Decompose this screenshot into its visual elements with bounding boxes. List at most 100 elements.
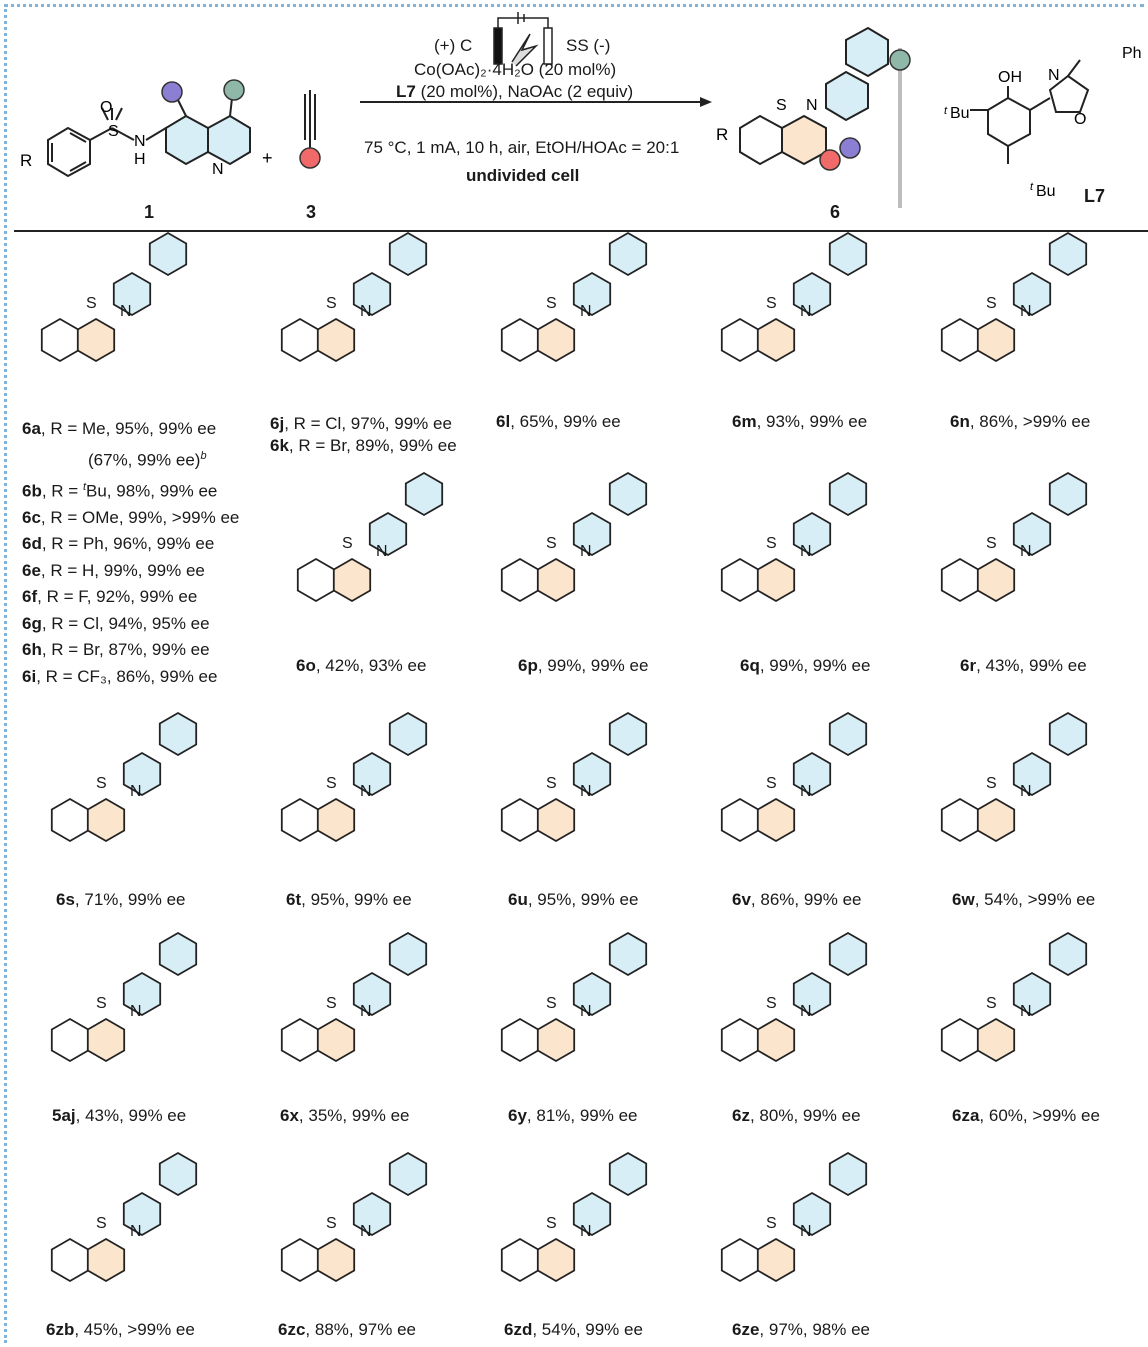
ring <box>572 271 612 317</box>
atom-label: S <box>326 775 337 792</box>
ring <box>352 271 392 317</box>
ring <box>572 751 612 797</box>
ring <box>500 317 540 363</box>
ring <box>792 271 832 317</box>
ring <box>1012 971 1052 1017</box>
atom-label: N <box>360 1003 372 1020</box>
ring <box>316 1017 356 1063</box>
ligand-divider <box>898 48 902 208</box>
ring <box>122 751 162 797</box>
atom-label: S <box>546 295 557 312</box>
label-1: 1 <box>144 202 155 222</box>
atom-label: N <box>1020 1003 1032 1020</box>
ring <box>500 797 540 843</box>
ring <box>122 1191 162 1237</box>
catalyst-label: Co(OAc)₂·4H₂O (20 mol%) <box>414 60 617 79</box>
list-item: 6c, R = OMe, 99%, >99% ee <box>22 507 240 527</box>
ring <box>756 1237 796 1283</box>
ring <box>50 797 90 843</box>
ring <box>316 317 356 363</box>
ring <box>608 931 648 977</box>
atom-label: S <box>342 535 353 552</box>
atom-label: N <box>580 303 592 320</box>
ring <box>756 1017 796 1063</box>
atom-label: N <box>130 783 142 800</box>
atom-label: N <box>360 783 372 800</box>
ring <box>792 751 832 797</box>
ring <box>976 1017 1016 1063</box>
ring <box>756 317 796 363</box>
ring <box>50 1237 90 1283</box>
caption-6ze: 6ze, 97%, 98% ee <box>732 1320 870 1339</box>
ring <box>792 511 832 557</box>
tbu-group: Bu <box>1036 183 1056 200</box>
ring <box>792 971 832 1017</box>
blue-circle-icon <box>161 81 183 103</box>
ring <box>388 931 428 977</box>
ring <box>1048 711 1088 757</box>
list-item: 6e, R = H, 99%, 99% ee <box>22 560 205 580</box>
atom-label: N <box>1020 543 1032 560</box>
list-item: 6f, R = F, 92%, 99% ee <box>22 587 198 607</box>
code: 6k <box>270 436 289 455</box>
s-atom: S <box>776 97 787 114</box>
atom-label: N <box>376 543 388 560</box>
list-item: 6b, R = tBu, 98%, 99% ee <box>22 480 218 501</box>
list-item: 6i, R = CF₃, 86%, 99% ee <box>22 666 218 686</box>
ring <box>940 317 980 363</box>
ring <box>828 931 868 977</box>
atom-label: S <box>766 995 777 1012</box>
ring <box>158 931 198 977</box>
caption-6o: 6o, 42%, 93% ee <box>296 656 427 675</box>
t-prefix: t <box>944 105 948 117</box>
reaction-scheme: O S N H R N + R S N <box>20 12 1142 200</box>
tbu-group: Bu <box>950 105 970 122</box>
red-circle-icon <box>299 147 321 169</box>
ring <box>1048 931 1088 977</box>
ring <box>940 1017 980 1063</box>
ring <box>280 797 320 843</box>
ring <box>112 271 152 317</box>
caption-6j: 6j, R = Cl, 97%, 99% ee <box>270 414 452 434</box>
ring <box>280 317 320 363</box>
teal-circle-icon <box>889 49 911 71</box>
value: , R = Cl, 97%, 99% ee <box>284 414 452 433</box>
list-item: 6d, R = Ph, 96%, 99% ee <box>22 534 215 554</box>
ring <box>50 1017 90 1063</box>
ring <box>828 1151 868 1197</box>
ring <box>792 1191 832 1237</box>
list-item: 6g, R = Cl, 94%, 95% ee <box>22 613 210 633</box>
figure-frame <box>4 4 1144 1343</box>
value: , R = Br, 89%, 99% ee <box>288 436 457 455</box>
ring <box>720 557 760 603</box>
ring <box>828 231 868 277</box>
ring <box>332 557 372 603</box>
ring <box>388 711 428 757</box>
ring <box>500 1237 540 1283</box>
atom-label: S <box>86 295 97 312</box>
red-circle-icon <box>819 149 841 171</box>
atom-label: S <box>986 995 997 1012</box>
blue-circle-icon <box>839 137 861 159</box>
atom-label: S <box>326 295 337 312</box>
temperature-label: 75 °C, 1 mA, 10 h, air, EtOH/HOAc = 20:1 <box>364 138 680 157</box>
atom-label: N <box>1020 783 1032 800</box>
atom-label: S <box>766 295 777 312</box>
caption-5aj: 5aj, 43%, 99% ee <box>52 1106 187 1125</box>
ring <box>536 1017 576 1063</box>
atom-label: S <box>546 995 557 1012</box>
ring <box>756 557 796 603</box>
ring <box>296 557 336 603</box>
ring <box>316 797 356 843</box>
caption-6r: 6r, 43%, 99% ee <box>960 656 1087 675</box>
list-item: 6h, R = Br, 87%, 99% ee <box>22 640 210 660</box>
atom-label: N <box>800 543 812 560</box>
atom-label: N <box>580 1003 592 1020</box>
ring <box>536 1237 576 1283</box>
ring <box>388 1151 428 1197</box>
electrode-icon <box>493 12 553 67</box>
n-atom: N <box>806 97 818 114</box>
ring <box>756 797 796 843</box>
atom-label: N <box>360 303 372 320</box>
atom-label: S <box>986 295 997 312</box>
